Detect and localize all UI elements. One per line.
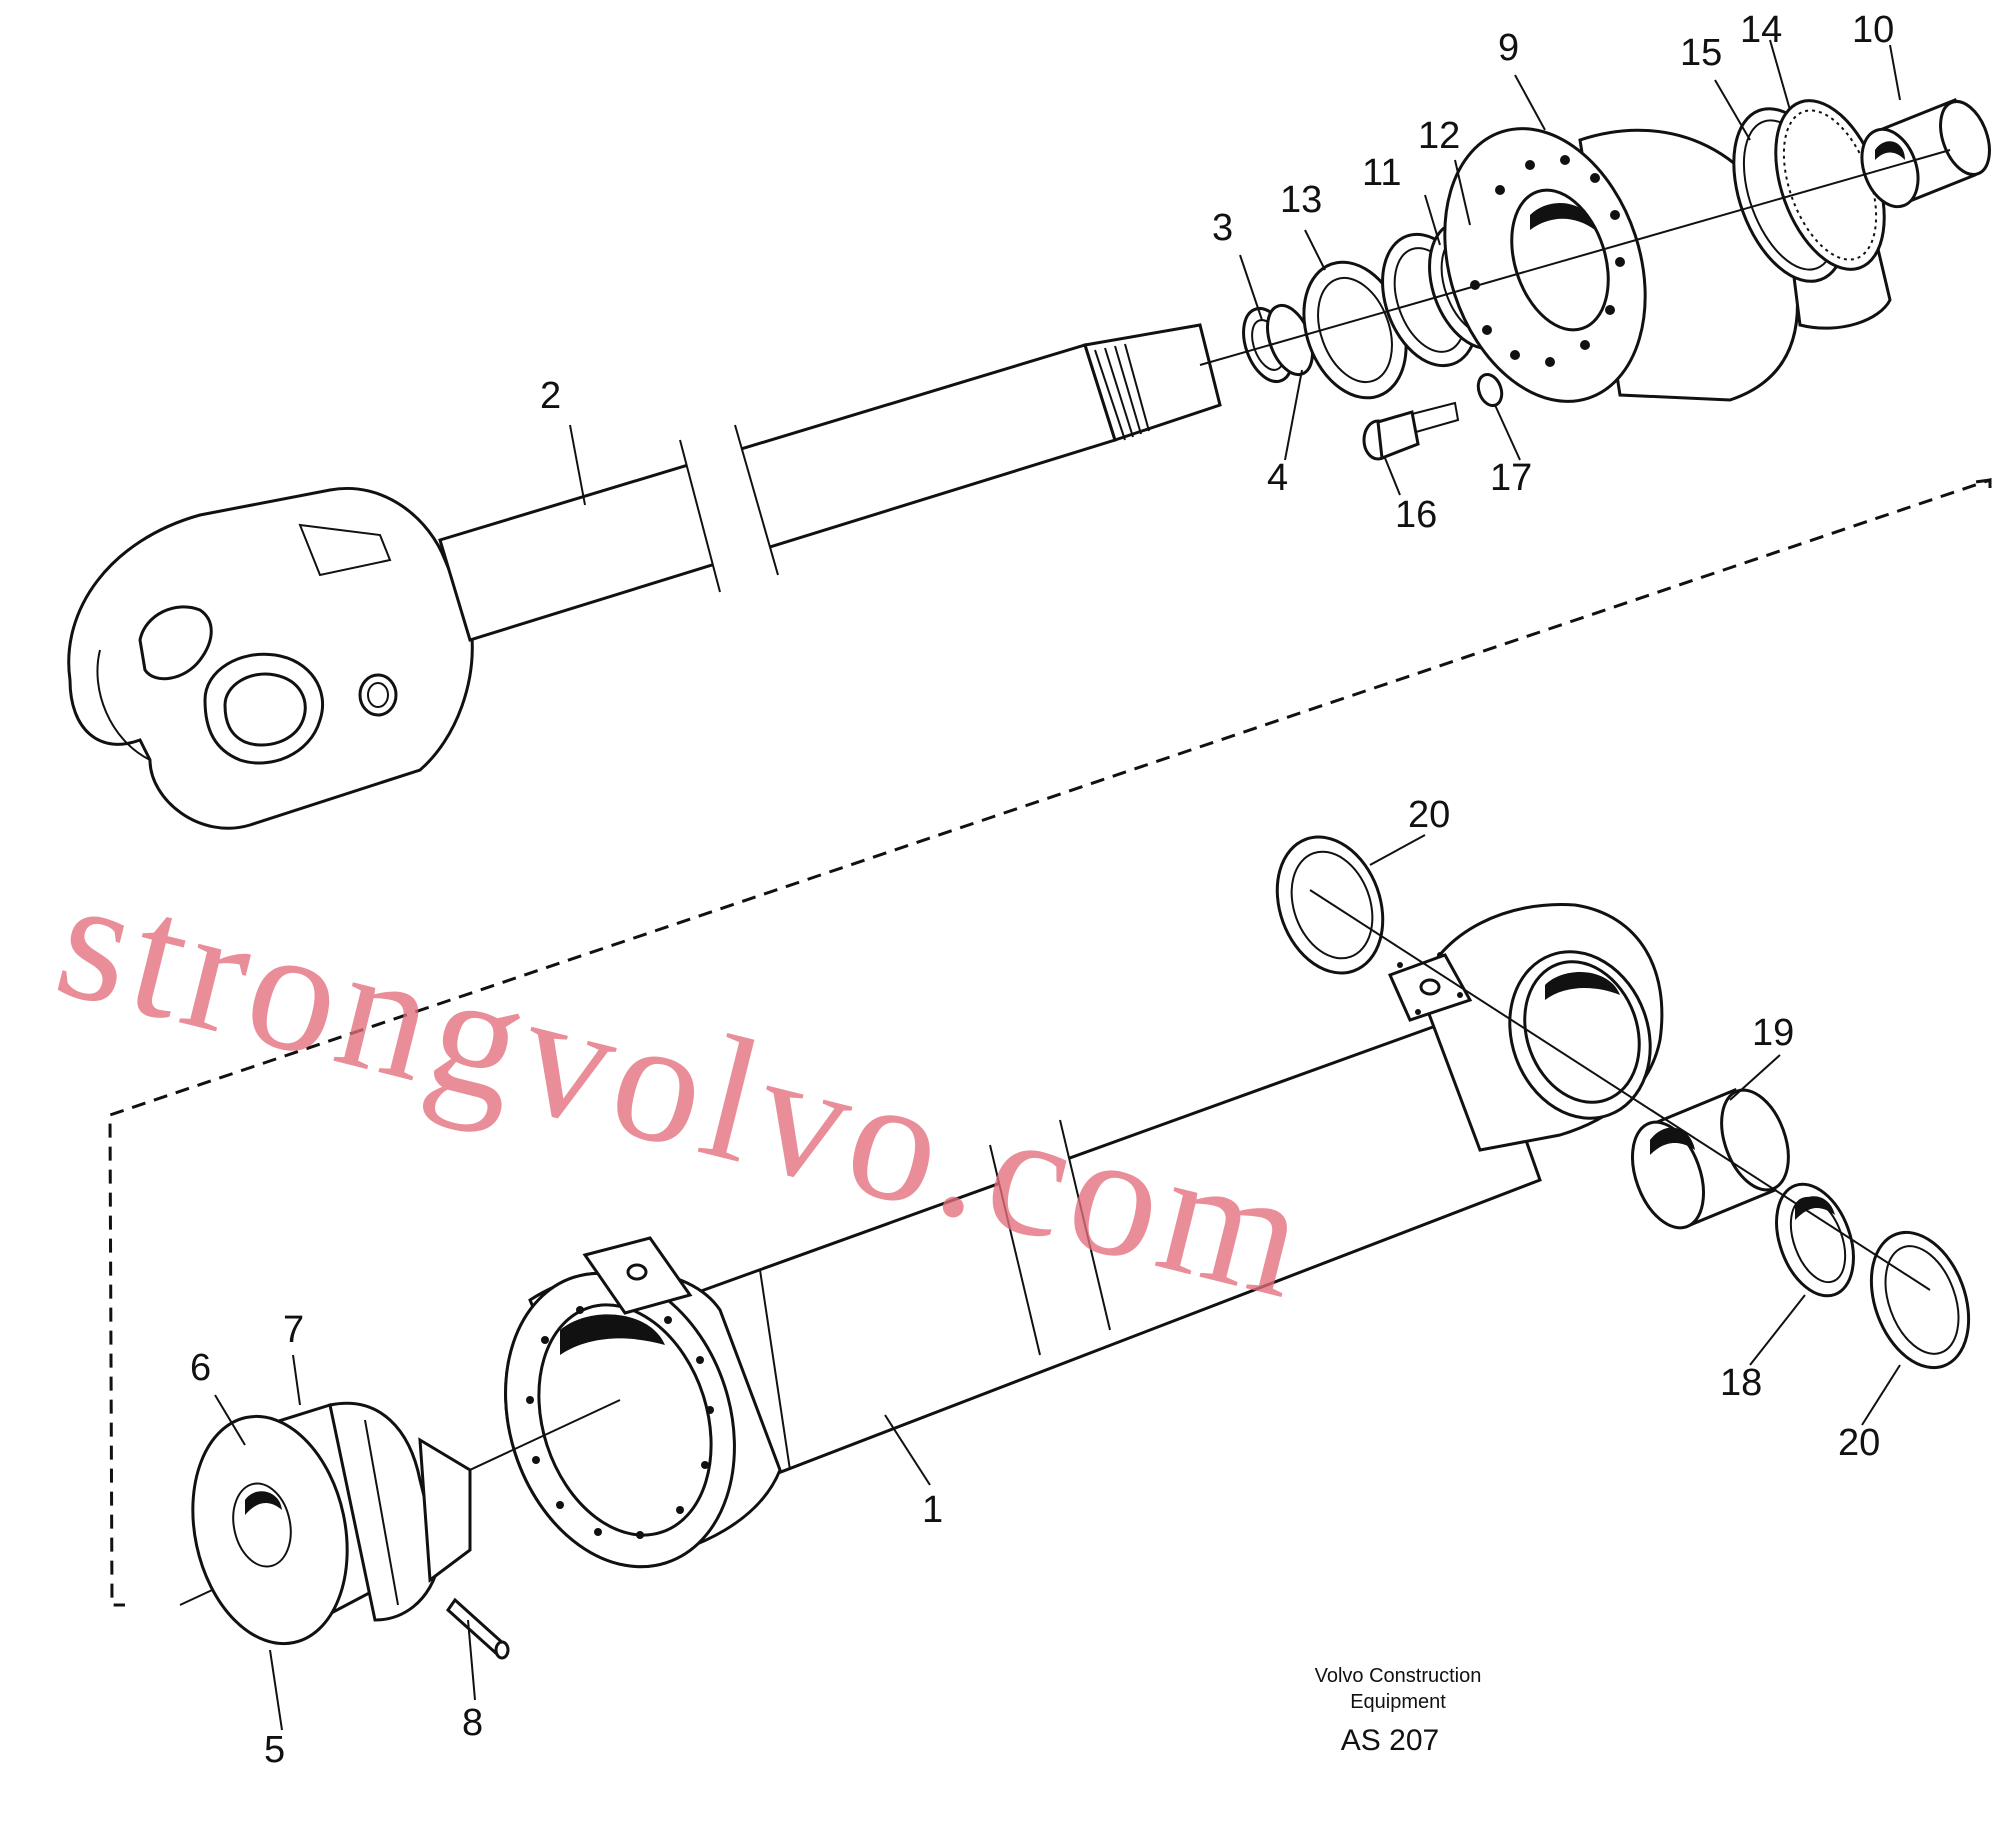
callout-18: 18 [1720,1362,1762,1404]
assembly-boundary-dashed [108,477,1992,1607]
part-20-seal-upper [1275,835,1385,975]
callout-9: 9 [1498,27,1519,69]
callout-20-upper: 20 [1408,794,1450,836]
callout-1: 1 [922,1489,943,1531]
callout-12: 12 [1418,115,1460,157]
part-17-washer [1476,373,1504,407]
part-19-bushing [1631,1088,1790,1230]
callout-13: 13 [1280,179,1322,221]
watermark-text: strongvolvo.com [41,839,1328,1337]
rod-centerline [1199,149,1951,366]
part-20-seal-lower [1869,1230,1971,1370]
callout-14: 14 [1740,9,1782,51]
callout-labels: 1 2 3 4 5 6 7 8 9 10 11 12 13 14 15 16 1… [190,9,1894,1771]
drawing-footer: Volvo Construction Equipment AS 207 [1315,1665,1482,1757]
part-8-pin [446,1597,510,1660]
part-16-screw [1362,401,1460,461]
tube-centerline [1309,889,1931,1291]
callout-19: 19 [1752,1012,1794,1054]
callout-5: 5 [264,1729,285,1771]
callout-20-lower: 20 [1838,1422,1880,1464]
callout-17: 17 [1490,457,1532,499]
callout-2: 2 [540,375,561,417]
callout-4: 4 [1267,457,1288,499]
piston-rod [67,323,1222,830]
part-18-bushing [1775,1182,1855,1298]
callout-16: 16 [1395,494,1437,536]
callout-15: 15 [1680,32,1722,74]
callout-6: 6 [190,1347,211,1389]
callout-10: 10 [1852,9,1894,51]
callout-11: 11 [1362,152,1401,194]
footer-company-line-1: Volvo Construction [1315,1665,1482,1687]
part-5-6-7-piston [191,1401,472,1646]
cylinder-tube [504,902,1664,1569]
drawing-code: AS 207 [1341,1724,1439,1757]
leader-lines [214,39,1901,1731]
footer-company-line-2: Equipment [1350,1691,1446,1713]
part-10-bushing [1860,97,1991,209]
callout-7: 7 [283,1309,304,1351]
callout-8: 8 [462,1702,483,1744]
callout-3: 3 [1212,207,1233,249]
